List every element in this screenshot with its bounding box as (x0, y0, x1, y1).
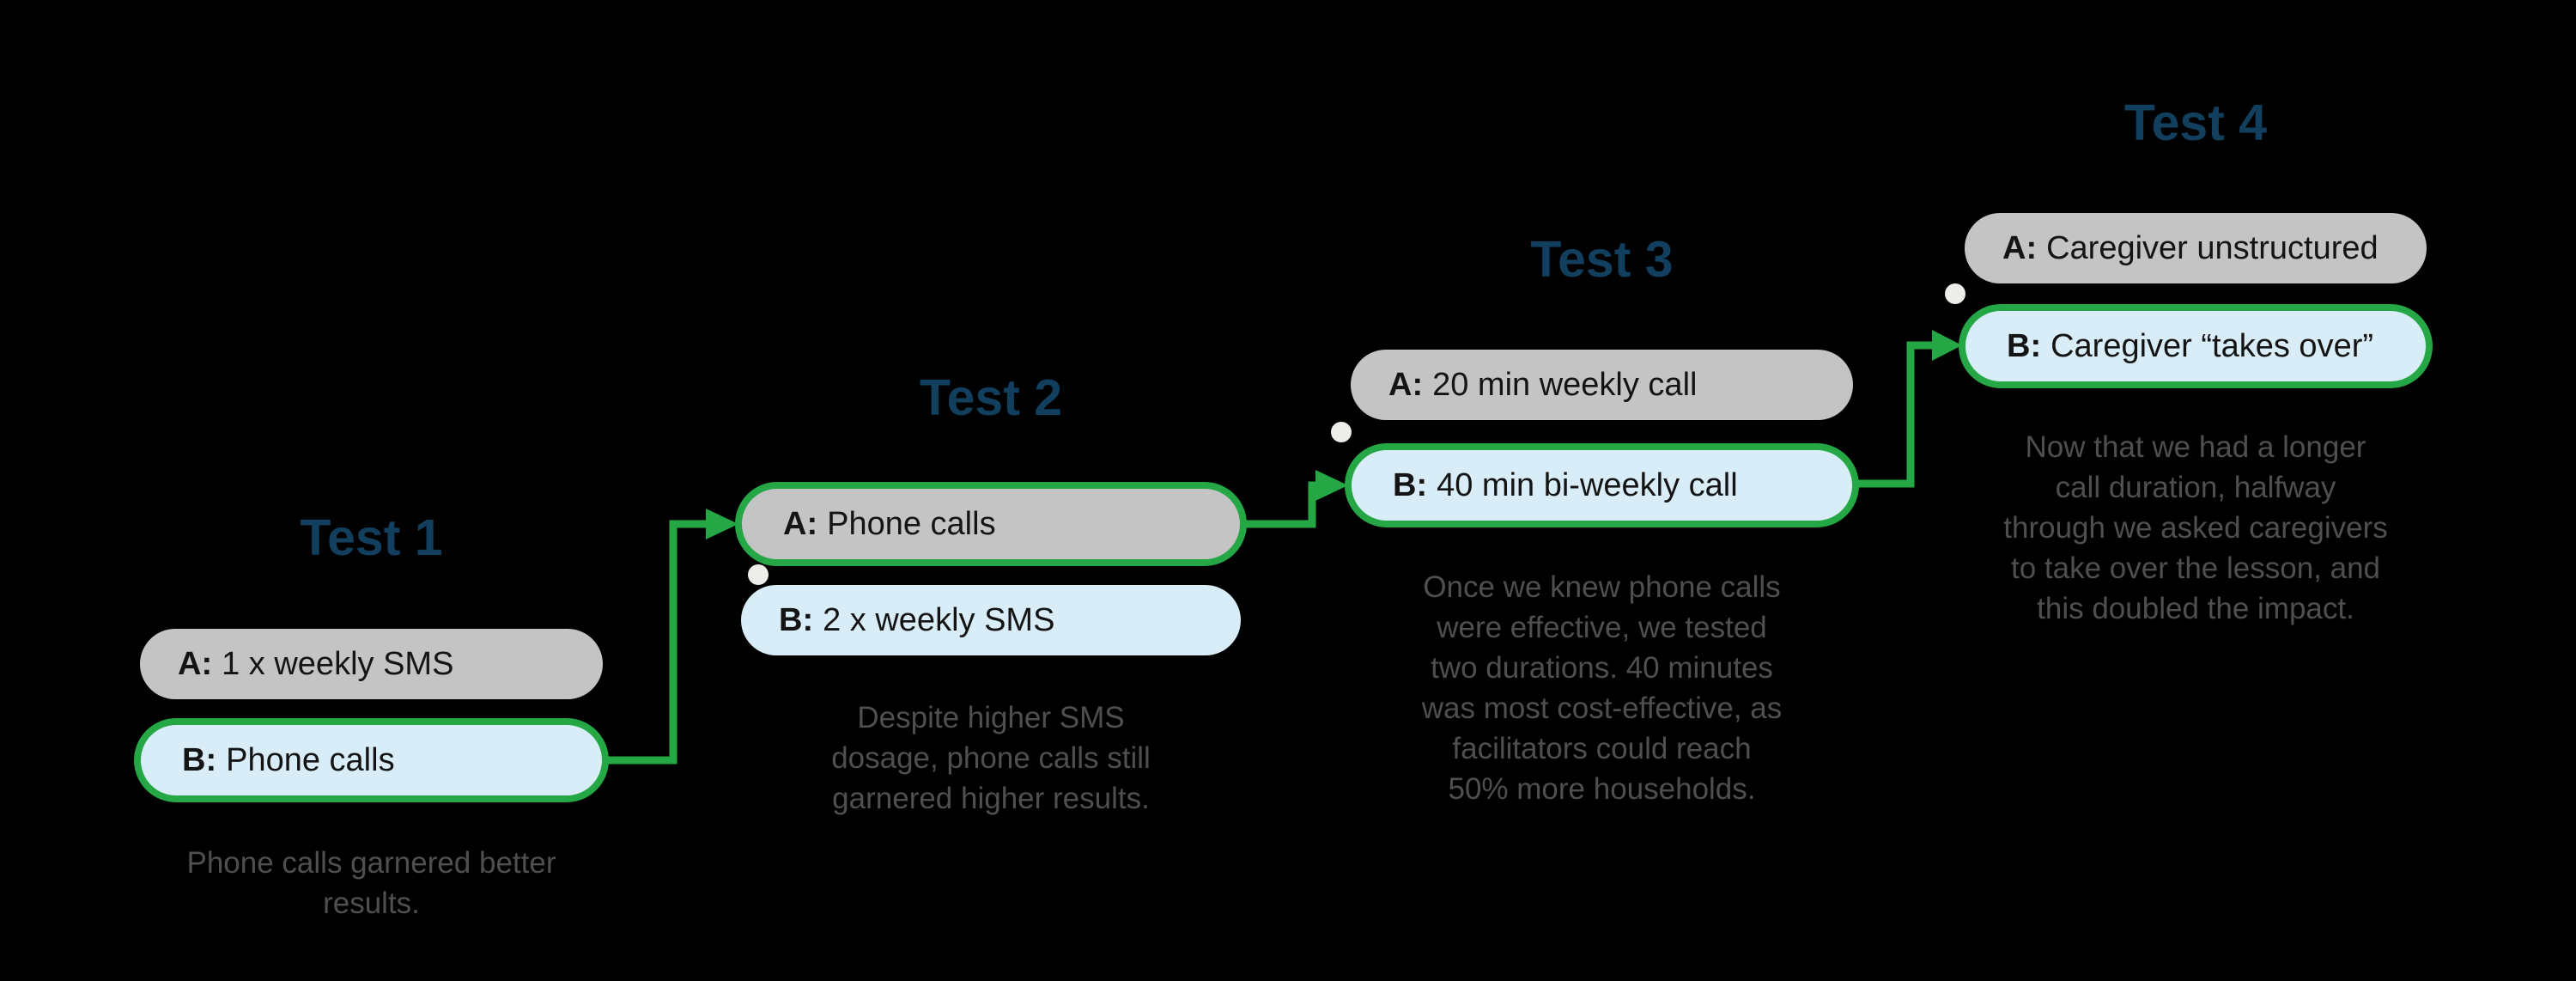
test-4-result-caption: Now that we had a longer call duration, … (2003, 430, 2388, 625)
test-2-title: Test 2 (919, 369, 1063, 426)
arrow-test2-to-test3 (1240, 481, 1316, 528)
test-1-variant-a-pill: A: 1 x weekly SMS (140, 629, 603, 699)
test-3-variant-a-prefix: A: (1388, 366, 1424, 403)
test-1-title: Test 1 (300, 509, 443, 566)
test-2-variant-a-winner-pill: A: Phone calls (735, 482, 1247, 566)
milestone-dot-test4-icon (1945, 283, 1965, 304)
test-1-result-caption: Phone calls garnered better results. (186, 846, 556, 920)
arrowhead-test4-icon (1932, 330, 1962, 361)
test-4-variant-b-label: Caregiver “takes over” (2050, 327, 2374, 364)
arrow-test1-to-test2 (603, 520, 706, 765)
test-1-column: Test 1 A: 1 x weekly SMS B: Phone calls … (134, 0, 609, 981)
test-4-title: Test 4 (2123, 94, 2268, 151)
test-2-variant-b-label: 2 x weekly SMS (823, 601, 1055, 638)
test-4-variant-a-pill: A: Caregiver unstructured (1965, 213, 2427, 283)
test-2-column: Test 2 A: Phone calls B: 2 x weekly SMS … (735, 0, 1247, 981)
test-1-variant-a-prefix: A: (178, 645, 213, 682)
test-4-variant-b-prefix: B: (2007, 327, 2042, 364)
test-3-column: Test 3 A: 20 min weekly call B: 40 min b… (1345, 0, 1859, 981)
test-1-variant-b-prefix: B: (182, 741, 217, 778)
test-2-variant-b-pill: B: 2 x weekly SMS (741, 585, 1241, 655)
test-3-variant-a-pill: A: 20 min weekly call (1351, 350, 1853, 420)
test-3-variant-b-prefix: B: (1393, 466, 1428, 503)
test-3-result-caption: Once we knew phone calls were effective,… (1421, 570, 1783, 806)
test-1-variant-b-label: Phone calls (226, 741, 395, 778)
test-2-variant-a-label: Phone calls (827, 505, 996, 542)
test-4-variant-b-winner-pill: B: Caregiver “takes over” (1959, 304, 2433, 388)
test-3-variant-b-label: 40 min bi-weekly call (1437, 466, 1738, 503)
test-1-variant-a-label: 1 x weekly SMS (222, 645, 454, 682)
test-4-column: Test 4 A: Caregiver unstructured B: Care… (1959, 0, 2433, 981)
test-4-variant-a-prefix: A: (2002, 229, 2038, 266)
test-2-variant-a-prefix: A: (783, 505, 818, 542)
test-3-variant-a-label: 20 min weekly call (1432, 366, 1698, 403)
milestone-dot-test3-icon (1331, 422, 1352, 442)
test-3-title: Test 3 (1530, 231, 1674, 288)
test-2-variant-b-prefix: B: (779, 601, 814, 638)
test-3-variant-b-winner-pill: B: 40 min bi-weekly call (1345, 443, 1859, 527)
arrowhead-test2-icon (706, 509, 738, 539)
test-1-variant-b-winner-pill: B: Phone calls (134, 718, 609, 802)
test-2-result-caption: Despite higher SMS dosage, phone calls s… (831, 701, 1151, 815)
arrowhead-test3-icon (1315, 470, 1348, 501)
arrow-test3-to-test4 (1853, 341, 1932, 488)
test-4-variant-a-label: Caregiver unstructured (2046, 229, 2379, 266)
